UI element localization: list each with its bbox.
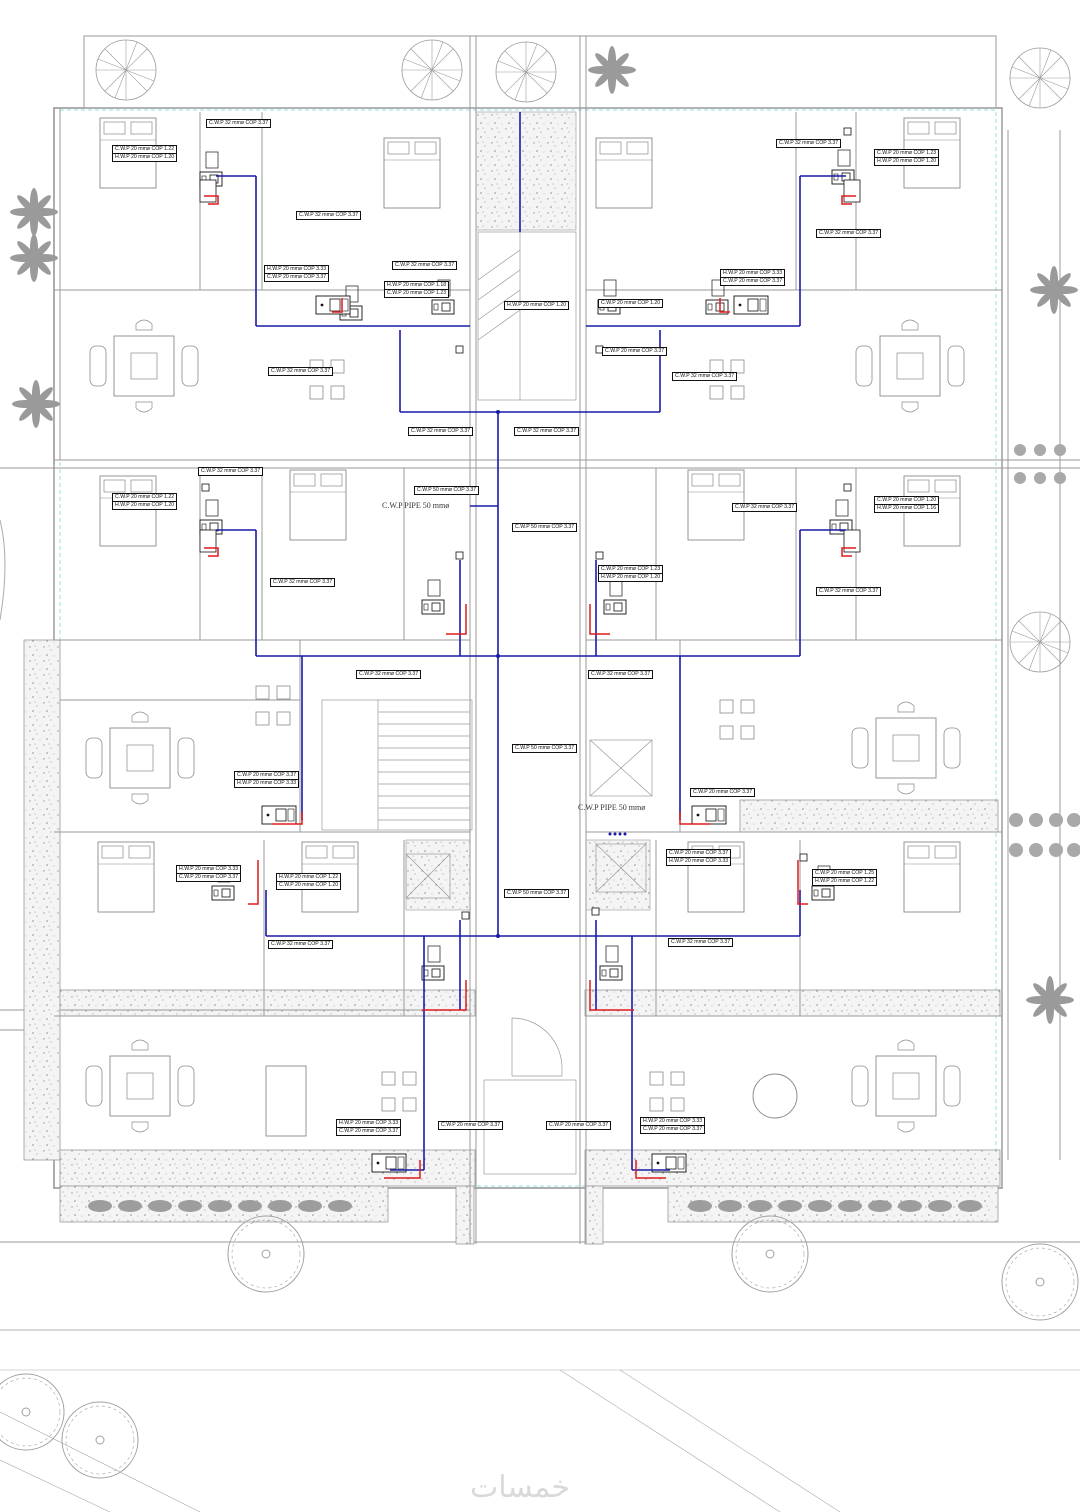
pipe-tag: C.W.P 32 mmø COP 3.37 bbox=[356, 670, 422, 679]
pipe-tag: C.W.P 32 mmø COP 3.37 bbox=[588, 670, 654, 679]
watermark-logo: خمسات bbox=[470, 1470, 571, 1505]
pipe-tag: C.W.P 32 mmø COP 3.37 bbox=[206, 119, 272, 128]
pipe-tag: C.W.P 32 mmø COP 3.37 bbox=[816, 587, 882, 596]
pipe-tag: C.W.P 32 mmø COP 3.37 bbox=[732, 503, 798, 512]
pipe-tag: C.W.P 50 mmø COP 3.37 bbox=[504, 889, 570, 898]
pipe-tag: C.W.P 20 mmø COP 3.37 bbox=[602, 347, 668, 356]
main-pipe-label: C.W.P PIPE 50 mmø bbox=[578, 803, 646, 812]
pipe-tag: C.W.P 32 mmø COP 3.37 bbox=[672, 372, 738, 381]
pipe-tag: C.W.P 32 mmø COP 3.37 bbox=[816, 229, 882, 238]
pipe-tag: C.W.P 20 mmø COP 1.20 bbox=[598, 299, 664, 308]
pipe-tag: C.W.P 32 mmø COP 3.37 bbox=[198, 467, 264, 476]
pipe-tag: C.W.P 32 mmø COP 3.37 bbox=[514, 427, 580, 436]
pipe-tag: C.W.P 32 mmø COP 3.37 bbox=[668, 938, 734, 947]
pipe-tag: C.W.P 32 mmø COP 3.37 bbox=[268, 940, 334, 949]
pipe-tag: C.W.P 32 mmø COP 3.37 bbox=[268, 367, 334, 376]
pipe-tag: C.W.P 32 mmø COP 3.37 bbox=[776, 139, 842, 148]
pipe-tag: C.W.P 32 mmø COP 3.37 bbox=[296, 211, 362, 220]
pipe-tag: C.W.P 20 mmø COP 3.37 bbox=[546, 1121, 612, 1130]
pipe-tag: C.W.P 50 mmø COP 3.37 bbox=[512, 744, 578, 753]
pipe-tag: C.W.P 20 mmø COP 3.37 bbox=[690, 788, 756, 797]
pipe-tag: C.W.P 20 mmø COP 3.37 bbox=[438, 1121, 504, 1130]
main-pipe-label: C.W.P PIPE 50 mmø bbox=[382, 501, 450, 510]
pipe-tag: H.W.P 20 mmø COP 1.20 bbox=[504, 301, 570, 310]
pipe-tag: C.W.P 32 mmø COP 3.37 bbox=[270, 578, 336, 587]
pipe-tag: C.W.P 50 mmø COP 3.37 bbox=[414, 486, 480, 495]
pipe-tag: C.W.P 32 mmø COP 3.37 bbox=[392, 261, 458, 270]
pipe-tag: C.W.P 50 mmø COP 3.37 bbox=[512, 523, 578, 532]
pipe-tag: C.W.P 32 mmø COP 3.37 bbox=[408, 427, 474, 436]
